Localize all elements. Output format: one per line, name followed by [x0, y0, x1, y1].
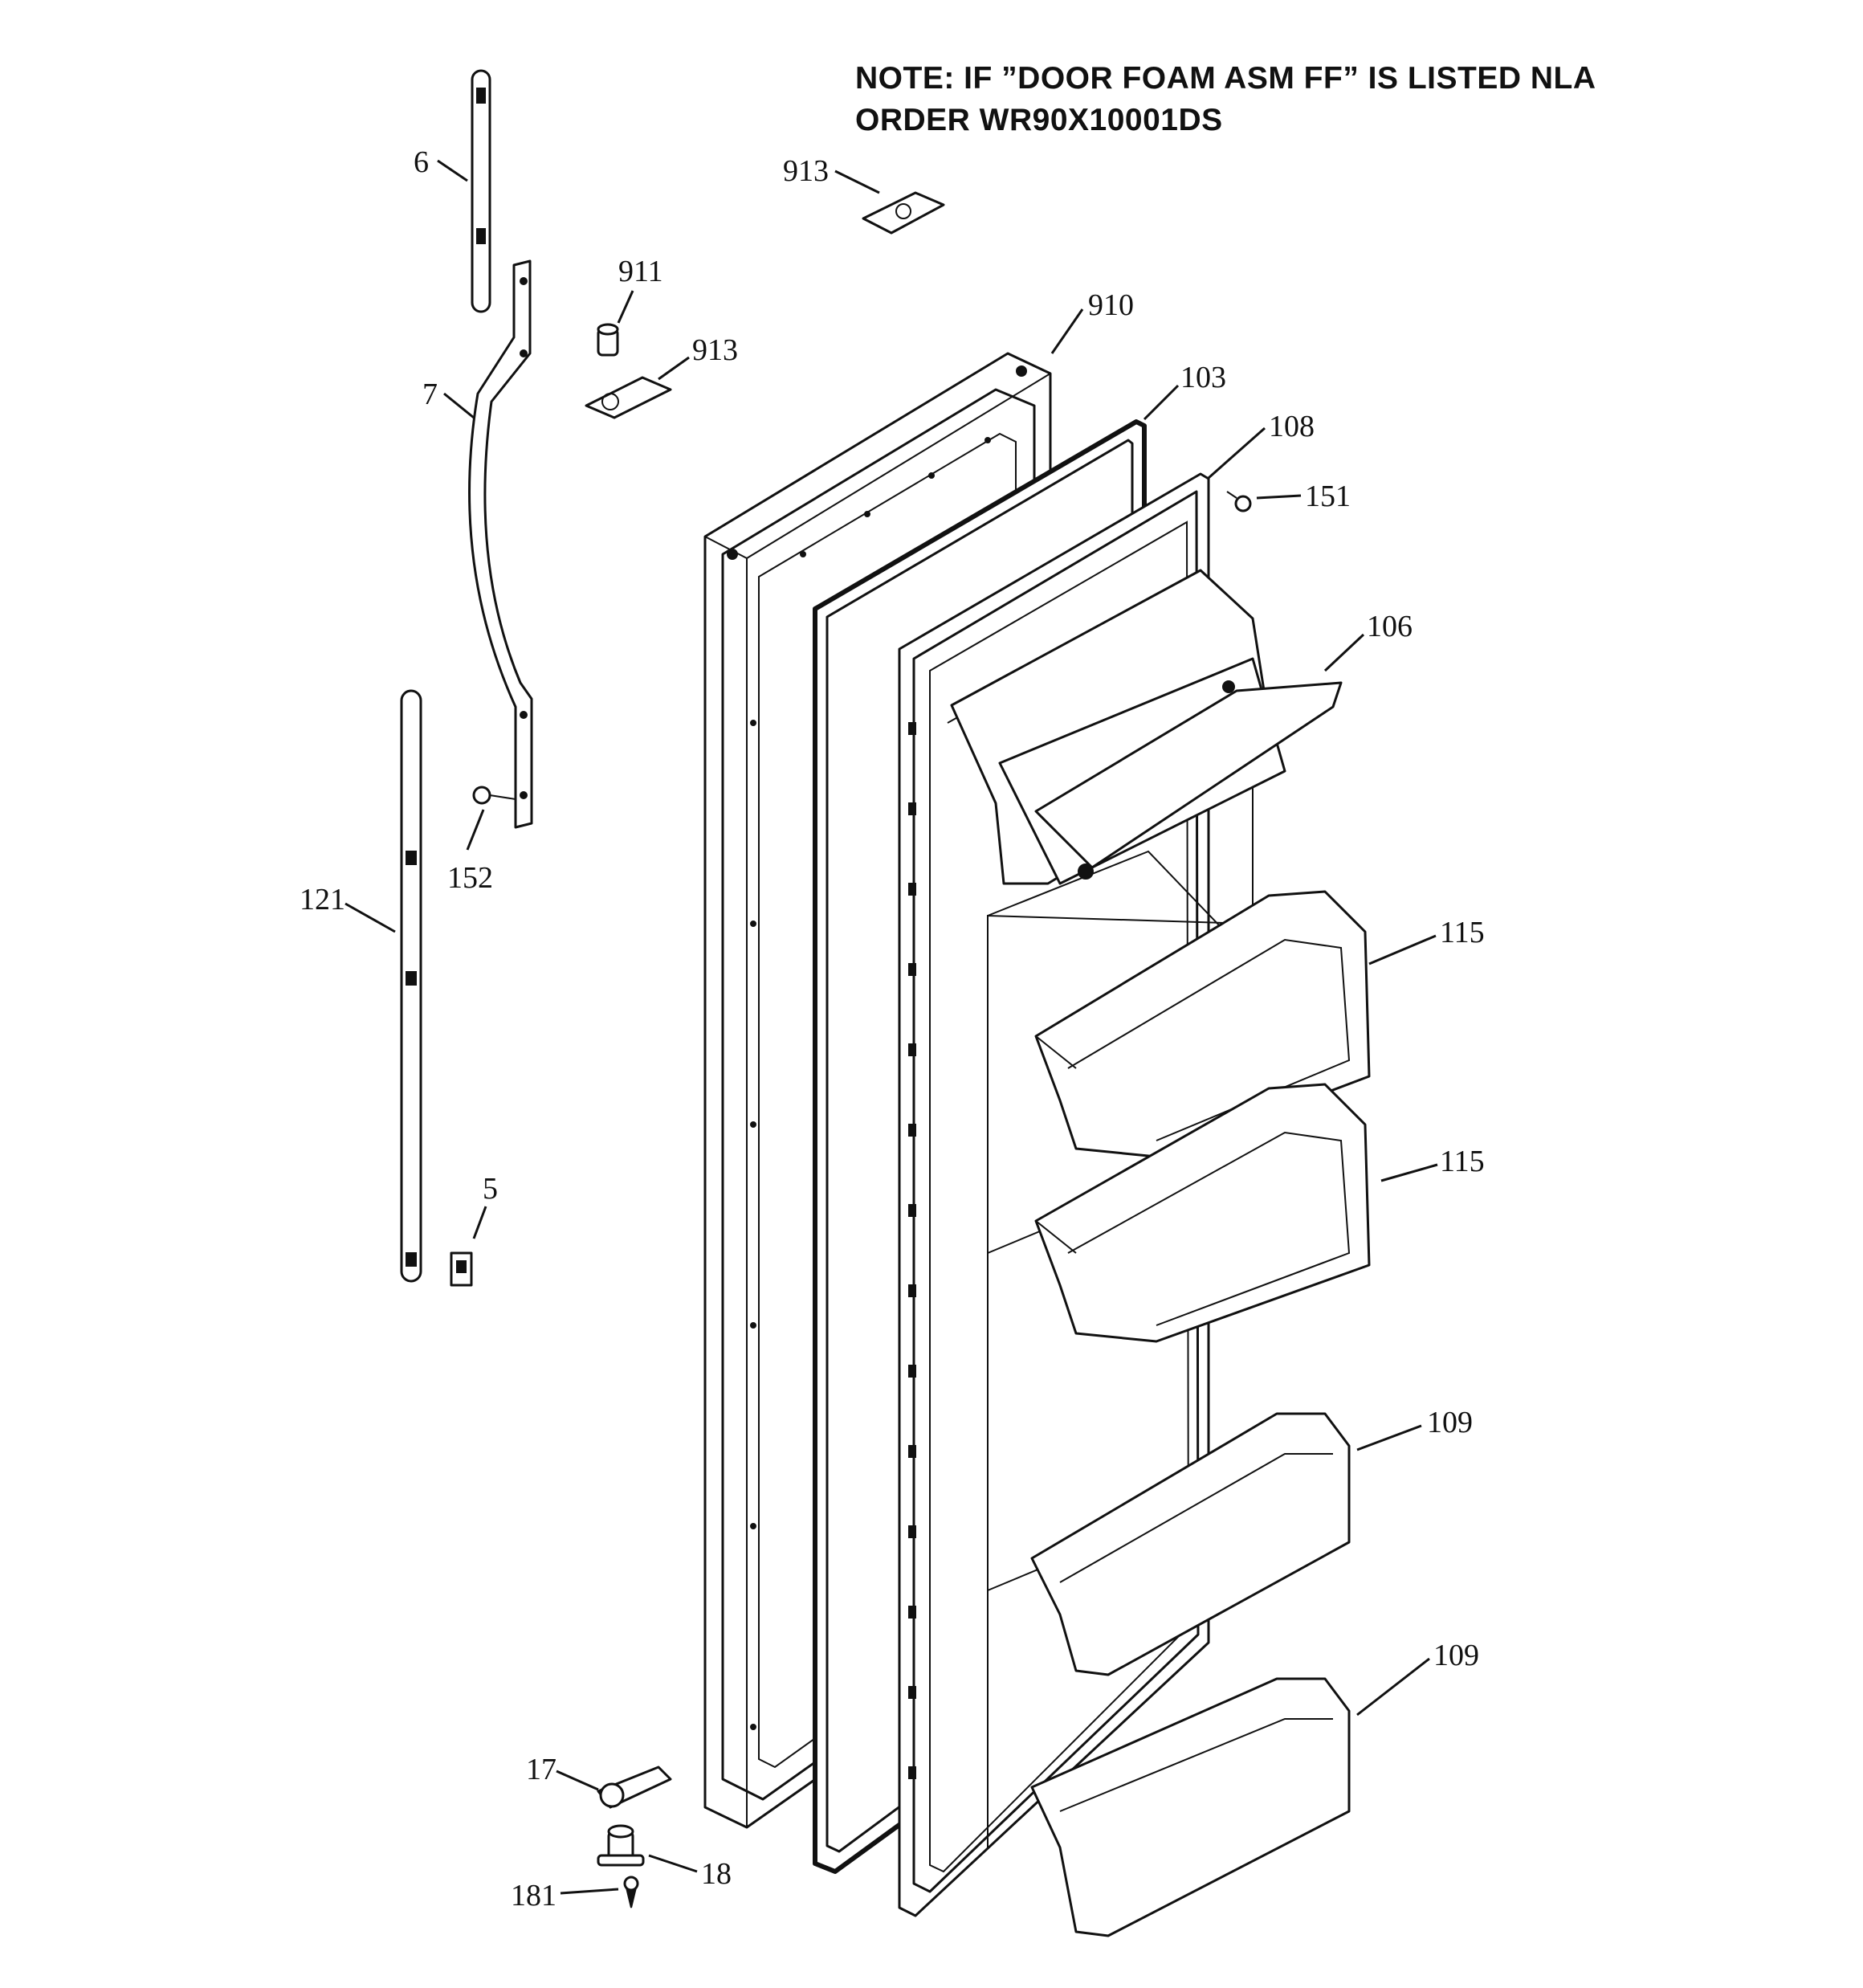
callout-121: 121	[300, 883, 345, 916]
bushing-911	[597, 323, 619, 357]
hinge-bushing-18	[597, 1824, 645, 1867]
shelf-cover	[950, 569, 1343, 885]
callout-103: 103	[1180, 361, 1226, 394]
door-handle	[468, 259, 533, 829]
callout-106: 106	[1367, 610, 1413, 643]
leader-lines	[344, 159, 1438, 1895]
door-bin-middle	[1034, 1083, 1371, 1343]
callout-labels: 6 7 913 911 913 910 103 108 151 106 121 …	[300, 145, 1485, 1912]
trim-side	[400, 689, 422, 1283]
door-bin-lower	[1030, 1412, 1351, 1676]
cap-913-top	[862, 191, 945, 235]
callout-5: 5	[483, 1172, 498, 1206]
callout-913-top: 913	[783, 154, 829, 188]
plug-5	[450, 1251, 473, 1287]
callout-18: 18	[701, 1857, 732, 1891]
frame-screw-holes	[727, 365, 1027, 1730]
note-line-2: ORDER WR90X10001DS	[855, 103, 1223, 137]
screw-181	[623, 1876, 639, 1908]
note-block: NOTE: IF ”DOOR FOAM ASM FF” IS LISTED NL…	[855, 58, 1596, 141]
callout-911: 911	[618, 255, 663, 288]
callout-109-lower: 109	[1433, 1639, 1479, 1672]
screw-152	[472, 786, 516, 805]
note-line-1: NOTE: IF ”DOOR FOAM ASM FF” IS LISTED NL…	[855, 61, 1596, 96]
callout-151: 151	[1305, 480, 1351, 513]
trim-top	[471, 69, 491, 313]
callout-7: 7	[422, 378, 438, 411]
callout-913-lower: 913	[692, 333, 738, 367]
callout-17: 17	[526, 1753, 556, 1786]
callout-6: 6	[414, 145, 429, 179]
callout-115-upper: 115	[1440, 916, 1485, 949]
callout-181: 181	[511, 1879, 556, 1912]
screw-151	[1226, 491, 1252, 512]
callout-910: 910	[1088, 288, 1134, 322]
door-bin-bottom	[1030, 1677, 1351, 1937]
hinge-pin-bracket-17	[597, 1766, 672, 1809]
callout-152: 152	[447, 861, 493, 895]
callout-108: 108	[1269, 410, 1315, 443]
callout-109-upper: 109	[1427, 1406, 1473, 1439]
cap-913-lower	[585, 376, 672, 419]
callout-115-lower: 115	[1440, 1145, 1485, 1178]
liner-clip-marks	[908, 722, 916, 1779]
